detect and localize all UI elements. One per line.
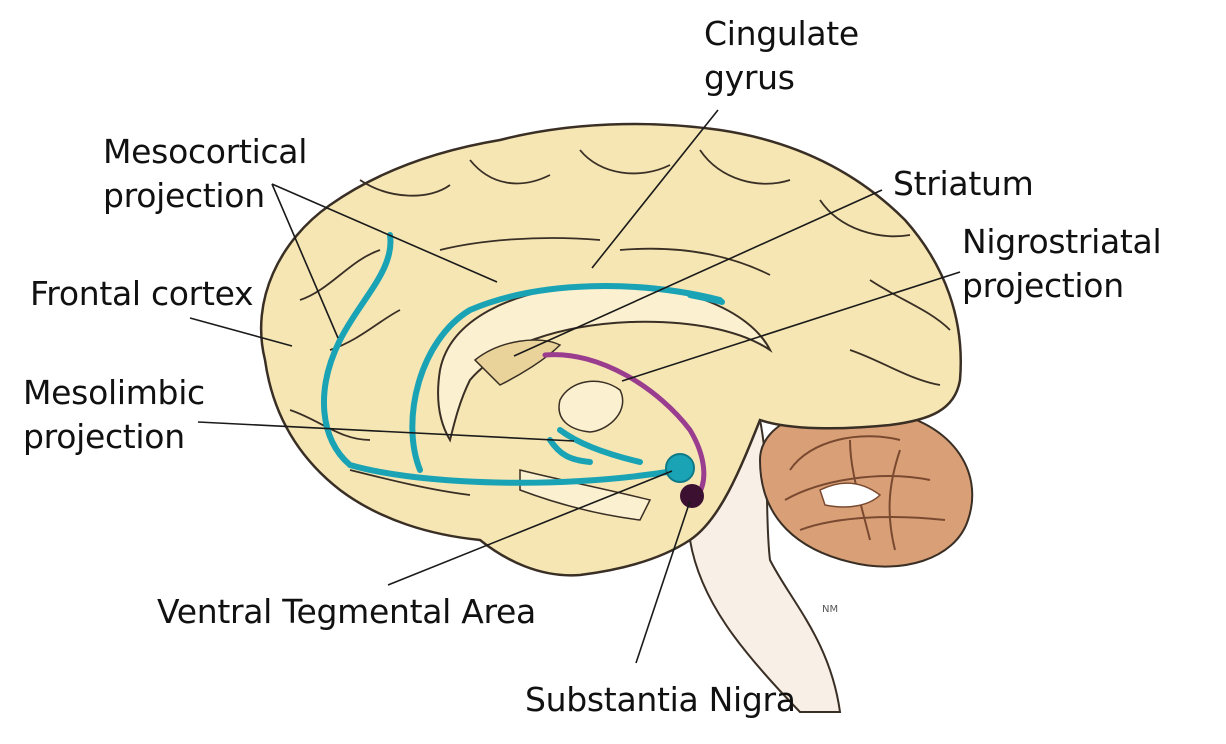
label-nigrostriatal-line2: projection bbox=[962, 266, 1124, 305]
leader-striatum bbox=[513, 189, 883, 357]
leader-mesocortical-2 bbox=[271, 183, 339, 339]
label-mesolimbic-projection: Mesolimbic projection bbox=[23, 371, 205, 459]
artist-signature: NM bbox=[822, 604, 838, 615]
leader-mesolimbic bbox=[197, 421, 575, 442]
cerebellum bbox=[758, 406, 974, 568]
leader-cingulate-gyrus bbox=[591, 109, 719, 269]
mesocortical-mesolimbic-pathways bbox=[321, 232, 725, 486]
label-mesocortical-projection: Mesocortical projection bbox=[103, 130, 307, 218]
leader-mesocortical-1 bbox=[271, 183, 498, 283]
leader-frontal-cortex bbox=[189, 317, 293, 347]
label-striatum: Striatum bbox=[893, 164, 1034, 203]
corpus-callosum bbox=[437, 283, 773, 521]
label-cingulate-gyrus-line2: gyrus bbox=[704, 58, 795, 97]
leader-lines bbox=[189, 109, 961, 664]
label-cingulate-gyrus-line1: Cingulate bbox=[704, 14, 859, 53]
label-mesocortical-line2: projection bbox=[103, 176, 265, 215]
label-cingulate-gyrus: Cingulate gyrus bbox=[704, 12, 859, 100]
ventral-tegmental-area-nucleus bbox=[665, 453, 695, 483]
label-mesolimbic-line2: projection bbox=[23, 417, 185, 456]
label-ventral-tegmental-area: Ventral Tegmental Area bbox=[157, 592, 536, 631]
label-frontal-cortex: Frontal cortex bbox=[30, 274, 254, 313]
label-nigrostriatal-line1: Nigrostriatal bbox=[962, 222, 1162, 261]
leader-nigrostriatal bbox=[621, 271, 961, 382]
label-nigrostriatal-projection: Nigrostriatal projection bbox=[962, 220, 1162, 308]
substantia-nigra-nucleus bbox=[680, 484, 704, 508]
label-mesocortical-line1: Mesocortical bbox=[103, 132, 308, 171]
nigrostriatal-pathway bbox=[542, 352, 707, 498]
leader-vta bbox=[387, 470, 673, 586]
leader-substantia-nigra bbox=[635, 500, 691, 664]
label-mesolimbic-line1: Mesolimbic bbox=[23, 373, 205, 412]
cerebral-hemisphere bbox=[260, 122, 962, 577]
label-substantia-nigra: Substantia Nigra bbox=[525, 680, 796, 719]
